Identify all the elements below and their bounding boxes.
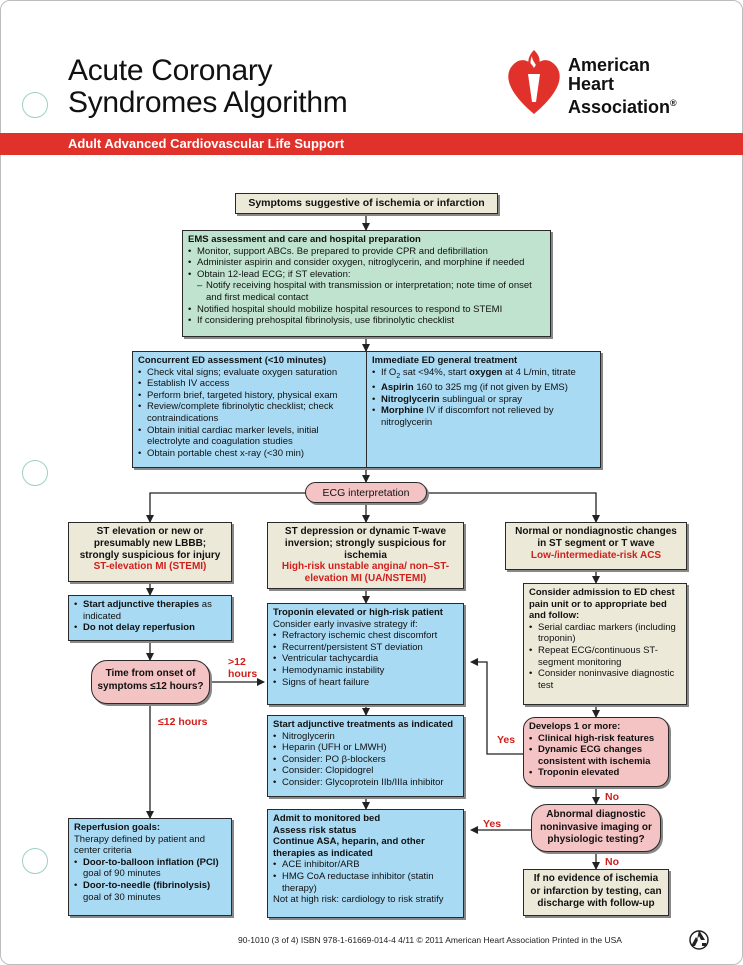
stemi-diagnosis: ST-elevation MI (STEMI) (93, 561, 207, 573)
immediate-ed-treatment: Immediate ED general treatment If O2 sat… (367, 352, 600, 467)
ems-title: EMS assessment and care and hospital pre… (188, 234, 421, 245)
reperfusion-text: Therapy defined by patient and center cr… (74, 833, 205, 857)
list-item: Repeat ECG/continuous ST-segment monitor… (529, 645, 681, 668)
no-label: No (605, 791, 619, 803)
symptoms-box: Symptoms suggestive of ischemia or infar… (235, 193, 498, 214)
consider-admission-box: Consider admission to ED chest pain unit… (523, 583, 687, 705)
list-item: Aspirin 160 to 325 mg (if not given by E… (372, 382, 595, 394)
list-item: Nitroglycerin (273, 731, 458, 743)
list-item: Consider noninvasive diagnostic test (529, 668, 681, 691)
list-item: Recurrent/persistent ST deviation (273, 642, 458, 654)
list-item: Troponin elevated (529, 767, 663, 779)
ed-assessment-box: Concurrent ED assessment (<10 minutes) C… (132, 351, 601, 468)
yes-label: Yes (483, 818, 502, 830)
list-item: Administer aspirin and consider oxygen, … (188, 257, 545, 269)
stemi-criteria: ST elevation or new or presumably new LB… (79, 526, 221, 561)
troponin-box: Troponin elevated or high-risk patient C… (267, 603, 464, 705)
title-line-1: Acute Coronary (68, 54, 273, 87)
binder-hole (22, 460, 48, 486)
footer-citation: 90-1010 (3 of 4) ISBN 978-1-61669-014-4 … (238, 935, 622, 945)
start-adjunctive-title: Start adjunctive treatments as indicated (273, 719, 454, 730)
reperfusion-title: Reperfusion goals: (74, 822, 161, 833)
discharge-box: If no evidence of ischemia or infarction… (523, 869, 669, 916)
binder-hole (22, 92, 48, 118)
list-item: ACE inhibitor/ARB (273, 859, 458, 871)
no-label: No (605, 856, 619, 868)
aha-logo: American Heart Association® (502, 46, 702, 118)
abnormal-testing-decision: Abnormal diagnostic noninvasive imaging … (531, 804, 661, 852)
list-item: Morphine IV if discomfort not relieved b… (372, 405, 595, 428)
registered-mark: ® (670, 98, 677, 108)
normal-criteria: Normal or nondiagnostic changes in ST se… (515, 526, 677, 549)
admit-line: Admit to monitored bed (273, 813, 381, 824)
develops-decision: Develops 1 or more: Clinical high-risk f… (523, 717, 669, 787)
nstemi-box: ST depression or dynamic T-wave inversio… (267, 522, 464, 589)
recycle-icon (689, 930, 709, 950)
troponin-title: Troponin elevated or high-risk patient (273, 607, 443, 618)
list-item: Obtain 12-lead ECG; if ST elevation: (188, 269, 545, 281)
list-item: Heparin (UFH or LMWH) (273, 742, 458, 754)
time-onset-decision: Time from onset of symptoms ≤12 hours? (91, 660, 210, 704)
low-risk-box: Normal or nondiagnostic changes in ST se… (505, 522, 687, 570)
list-item: Consider: Glycoprotein IIb/IIIa inhibito… (273, 777, 458, 789)
course-banner: Adult Advanced Cardiovascular Life Suppo… (0, 133, 743, 155)
list-item: Obtain initial cardiac marker levels, in… (138, 425, 361, 448)
reperfusion-goals-box: Reperfusion goals: Therapy defined by pa… (68, 818, 232, 916)
list-item: Review/complete fibrinolytic checklist; … (138, 401, 361, 424)
nstemi-diagnosis: High-risk unstable angina/ non–ST-elevat… (281, 561, 450, 585)
low-risk-diagnosis: Low-/intermediate-risk ACS (530, 549, 662, 561)
list-item: Consider: Clopidogrel (273, 765, 458, 777)
admit-note: Not at high risk: cardiology to risk str… (273, 894, 444, 906)
title-line-2: Syndromes Algorithm (68, 86, 348, 119)
page-title: Acute Coronary Syndromes Algorithm (68, 54, 348, 119)
list-item: Consider: PO β-blockers (273, 754, 458, 766)
admit-line: Continue ASA, heparin, and other therapi… (273, 836, 425, 859)
consider-admission-title: Consider admission to ED chest pain unit… (529, 587, 675, 622)
list-item: Obtain portable chest x-ray (<30 min) (138, 448, 361, 460)
gt-12-hours-label: >12 hours (228, 656, 258, 680)
list-item: Start adjunctive therapies as indicated (74, 599, 226, 622)
le-12-hours-label: ≤12 hours (158, 716, 208, 728)
yes-label: Yes (497, 734, 516, 746)
list-item: Ventricular tachycardia (273, 653, 458, 665)
stemi-box: ST elevation or new or presumably new LB… (68, 522, 232, 582)
ems-assessment-box: EMS assessment and care and hospital pre… (182, 230, 551, 337)
admit-line: Assess risk status (273, 824, 357, 836)
immediate-title: Immediate ED general treatment (372, 355, 518, 366)
list-item: If O2 sat <94%, start oxygen at 4 L/min,… (372, 367, 595, 382)
list-item: Serial cardiac markers (including tropon… (529, 622, 681, 645)
list-item: Nitroglycerin sublingual or spray (372, 394, 595, 406)
list-item: Door-to-balloon inflation (PCI) goal of … (74, 857, 226, 880)
concurrent-ed-assessment: Concurrent ED assessment (<10 minutes) C… (133, 352, 367, 467)
logo-text: American Heart Association (568, 55, 671, 117)
list-item: Dynamic ECG changes consistent with isch… (529, 744, 663, 767)
list-item: Hemodynamic instability (273, 665, 458, 677)
list-item: Clinical high-risk features (529, 733, 663, 745)
list-item: Check vital signs; evaluate oxygen satur… (138, 367, 361, 379)
concurrent-title: Concurrent ED assessment (<10 minutes) (138, 355, 327, 366)
list-item: Perform brief, targeted history, physica… (138, 390, 361, 402)
troponin-subtitle: Consider early invasive strategy if: (273, 618, 418, 630)
list-item: Establish IV access (138, 378, 361, 390)
adjunctive-therapies-box: Start adjunctive therapies as indicated … (68, 595, 232, 641)
list-item: Signs of heart failure (273, 677, 458, 689)
ecg-interpretation-node: ECG interpretation (305, 482, 427, 503)
list-item: If considering prehospital fibrinolysis,… (188, 315, 545, 327)
list-item: Notify receiving hospital with transmiss… (197, 280, 545, 303)
nstemi-criteria: ST depression or dynamic T-wave inversio… (284, 526, 447, 561)
heart-torch-icon (508, 50, 560, 114)
list-item: Door-to-needle (fibrinolysis) goal of 30… (74, 880, 226, 903)
list-item: Refractory ischemic chest discomfort (273, 630, 458, 642)
start-adjunctive-box: Start adjunctive treatments as indicated… (267, 715, 464, 797)
list-item: HMG CoA reductase inhibitor (statin ther… (273, 871, 458, 894)
list-item: Monitor, support ABCs. Be prepared to pr… (188, 246, 545, 258)
binder-hole (22, 848, 48, 874)
admit-monitored-bed-box: Admit to monitored bed Assess risk statu… (267, 809, 464, 918)
list-item: Notified hospital should mobilize hospit… (188, 304, 545, 316)
develops-title: Develops 1 or more: (529, 721, 621, 732)
list-item: Do not delay reperfusion (74, 622, 226, 634)
